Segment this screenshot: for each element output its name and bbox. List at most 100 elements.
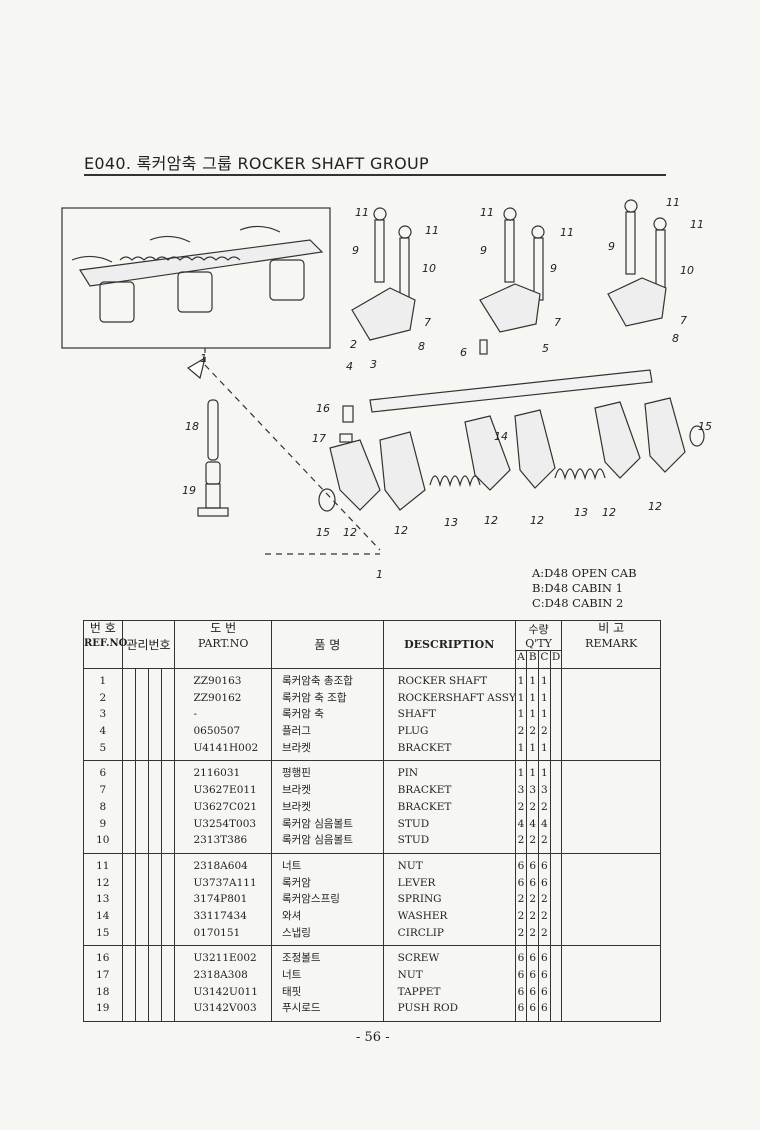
empty-cell — [136, 799, 148, 816]
spring-13 — [429, 475, 481, 488]
qty-cell — [551, 875, 562, 892]
qty-cell: 1 — [541, 708, 548, 721]
qty-cell: 2 — [529, 893, 537, 906]
ref-header-ko: 번 호 — [89, 621, 116, 635]
empty-cell — [123, 690, 135, 707]
empty-cell — [149, 690, 161, 707]
empty-cell — [562, 799, 660, 816]
qty-cell — [551, 690, 562, 707]
name-cell: 조정볼트 — [281, 952, 321, 965]
qty-cell: 2 — [517, 926, 525, 939]
empty-cell — [562, 816, 660, 833]
qty-cell: 1 — [529, 708, 537, 721]
callout: 12 — [648, 500, 662, 513]
desc-cell: SPRING — [397, 893, 442, 906]
empty-cell — [136, 967, 148, 984]
name-cell: 브라켓 — [281, 784, 311, 797]
callout: 11 — [690, 218, 704, 231]
qty-cell: 1 — [517, 767, 525, 780]
empty-cell — [562, 925, 660, 942]
callout: 2 — [350, 338, 357, 351]
name-cell: 록커암 — [281, 876, 311, 889]
qty-cell: 2 — [517, 893, 525, 906]
qty-cell: 6 — [541, 969, 548, 981]
qty-cell — [551, 891, 562, 908]
part-cell: - — [193, 708, 198, 721]
empty-cell — [136, 740, 148, 757]
empty-cell — [562, 673, 660, 690]
part-cell: 33117434 — [193, 909, 247, 922]
name-cell: 록커암스프링 — [281, 893, 340, 906]
empty-cell — [136, 875, 148, 892]
title-rule — [84, 174, 666, 176]
qty-cell: 6 — [541, 1002, 548, 1015]
empty-cell — [136, 765, 148, 782]
empty-cell — [149, 908, 161, 925]
qty-cell: 1 — [517, 691, 525, 704]
qty-cell: 6 — [541, 876, 548, 889]
empty-cell — [162, 816, 174, 833]
qty-cell — [551, 908, 562, 925]
empty-cell — [162, 799, 174, 816]
desc-cell: ROCKER SHAFT — [397, 675, 488, 687]
desc-cell: NUT — [397, 969, 423, 981]
table-header-row: 번 호 REF.NO 관리번호 도 번 PART.NO 품 명 DESCRIPT… — [83, 620, 661, 669]
part-cell: U3627C021 — [193, 800, 258, 813]
qty-cell — [551, 673, 562, 690]
empty-cell — [162, 723, 174, 740]
qty-cell — [551, 706, 562, 723]
empty-cell — [123, 673, 135, 690]
qty-cell — [551, 723, 562, 740]
callout: 7 — [554, 316, 561, 329]
qty-cell: 4 — [529, 817, 537, 830]
empty-cell — [562, 782, 660, 799]
qty-cell: 1 — [541, 741, 548, 754]
qty-cell: 2 — [541, 893, 548, 906]
ref-cell: 5 — [99, 741, 107, 754]
empty-cell — [562, 723, 660, 740]
qty-cell: 2 — [529, 725, 537, 738]
callout: 1 — [200, 352, 207, 365]
empty-cell — [136, 858, 148, 875]
callout: 12 — [602, 506, 616, 519]
qty-cell — [551, 858, 562, 875]
part-cell: U3254T003 — [193, 817, 257, 830]
desc-cell: PLUG — [397, 725, 429, 738]
empty-cell — [123, 858, 135, 875]
callout: 13 — [444, 516, 458, 529]
ref-cell: 14 — [96, 909, 110, 922]
empty-cell — [123, 1000, 135, 1017]
ref-cell: 2 — [99, 691, 107, 704]
empty-cell — [136, 723, 148, 740]
ref-header-en: REF.NO — [84, 638, 128, 649]
qty-cell: 4 — [517, 817, 525, 830]
part-cell: 0650507 — [193, 725, 241, 738]
empty-cell — [162, 950, 174, 967]
callout: 7 — [424, 316, 431, 329]
qty-cell: 2 — [517, 800, 525, 813]
empty-cell — [149, 925, 161, 942]
qty-cell: 1 — [529, 691, 537, 704]
name-cell: 태핏 — [281, 985, 302, 998]
remark-header-en: REMARK — [585, 637, 638, 650]
empty-cell — [162, 984, 174, 1001]
qty-cell: 2 — [529, 909, 537, 922]
empty-cell — [123, 706, 135, 723]
empty-cell — [149, 984, 161, 1001]
empty-cell — [562, 832, 660, 849]
empty-cell — [123, 891, 135, 908]
empty-cell — [149, 816, 161, 833]
empty-cell — [562, 706, 660, 723]
empty-cell — [149, 832, 161, 849]
qty-cell: 1 — [517, 675, 525, 687]
callout: 16 — [316, 402, 330, 415]
qty-cell — [551, 765, 562, 782]
empty-cell — [149, 765, 161, 782]
empty-cell — [162, 967, 174, 984]
empty-cell — [562, 984, 660, 1001]
qty-cell: 1 — [529, 767, 537, 780]
callout: 12 — [394, 524, 408, 537]
callout: 10 — [680, 264, 694, 277]
